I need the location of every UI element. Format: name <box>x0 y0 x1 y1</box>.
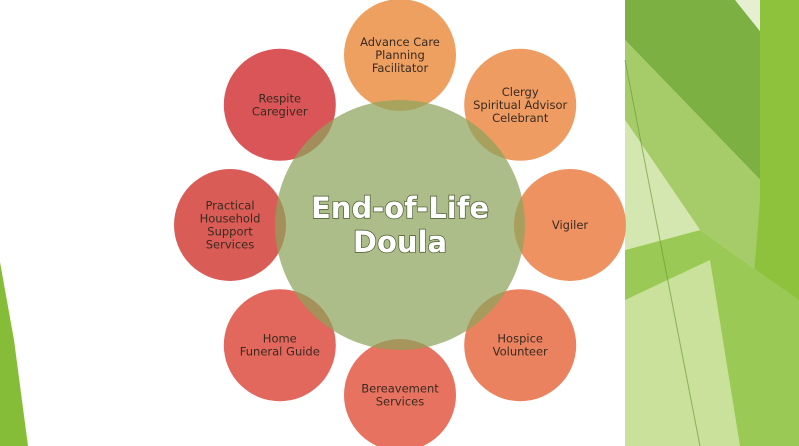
role-label-advance-care-line-3: Facilitator <box>372 61 429 75</box>
decorative-green-panel <box>624 0 799 446</box>
role-circle-home-funeral <box>223 289 336 402</box>
role-circle-vigiler <box>514 169 626 281</box>
role-label-clergy-line-3: Celebrant <box>492 111 549 125</box>
role-label-vigiler-line-1: Vigiler <box>552 218 589 232</box>
left-green-accent <box>0 262 28 446</box>
green-shape-upper-mid <box>625 40 799 300</box>
role-label-respite-line-2: Caregiver <box>252 104 308 118</box>
role-label-practical-household-line-1: Practical <box>205 199 254 213</box>
green-shape-light <box>625 260 740 446</box>
role-label-advance-care-line-2: Planning <box>375 48 425 62</box>
green-shape-top <box>625 0 799 220</box>
role-label-clergy-line-2: Spiritual Advisor <box>473 98 567 112</box>
role-label-home-funeral-line-1: Home <box>263 332 297 346</box>
role-label-hospice-volunteer-line-1: Hospice <box>497 332 543 346</box>
center-title-line-1: End-of-Life <box>311 191 489 225</box>
role-label-respite-line-1: Respite <box>258 91 301 105</box>
role-label-bereavement-line-2: Services <box>376 395 425 409</box>
role-circle-respite <box>223 48 336 161</box>
role-label-hospice-volunteer-line-2: Volunteer <box>493 345 548 359</box>
green-shape-pale <box>625 120 700 250</box>
role-circle-practical-household <box>174 169 286 281</box>
role-label-practical-household-line-3: Support <box>207 225 253 239</box>
role-label-home-funeral-line-2: Funeral Guide <box>240 345 320 359</box>
role-label-advance-care-line-1: Advance Care <box>360 35 440 49</box>
role-circle-bereavement <box>344 339 456 446</box>
role-label-practical-household-line-2: Household <box>200 212 261 226</box>
role-label-bereavement-line-1: Bereavement <box>361 382 439 396</box>
role-label-practical-household-line-4: Services <box>206 238 255 252</box>
role-circle-hospice-volunteer <box>464 289 577 402</box>
center-circle <box>275 100 525 350</box>
center-title-line-2: Doula <box>353 225 447 259</box>
doula-role-diagram: Advance CarePlanningFacilitatorClergySpi… <box>174 0 626 446</box>
role-circle-clergy <box>464 48 577 161</box>
role-node-vigiler: Vigiler <box>514 169 626 281</box>
role-circle-advance-care <box>344 0 456 111</box>
role-label-clergy-line-1: Clergy <box>502 85 539 99</box>
green-accent-line <box>624 59 701 446</box>
